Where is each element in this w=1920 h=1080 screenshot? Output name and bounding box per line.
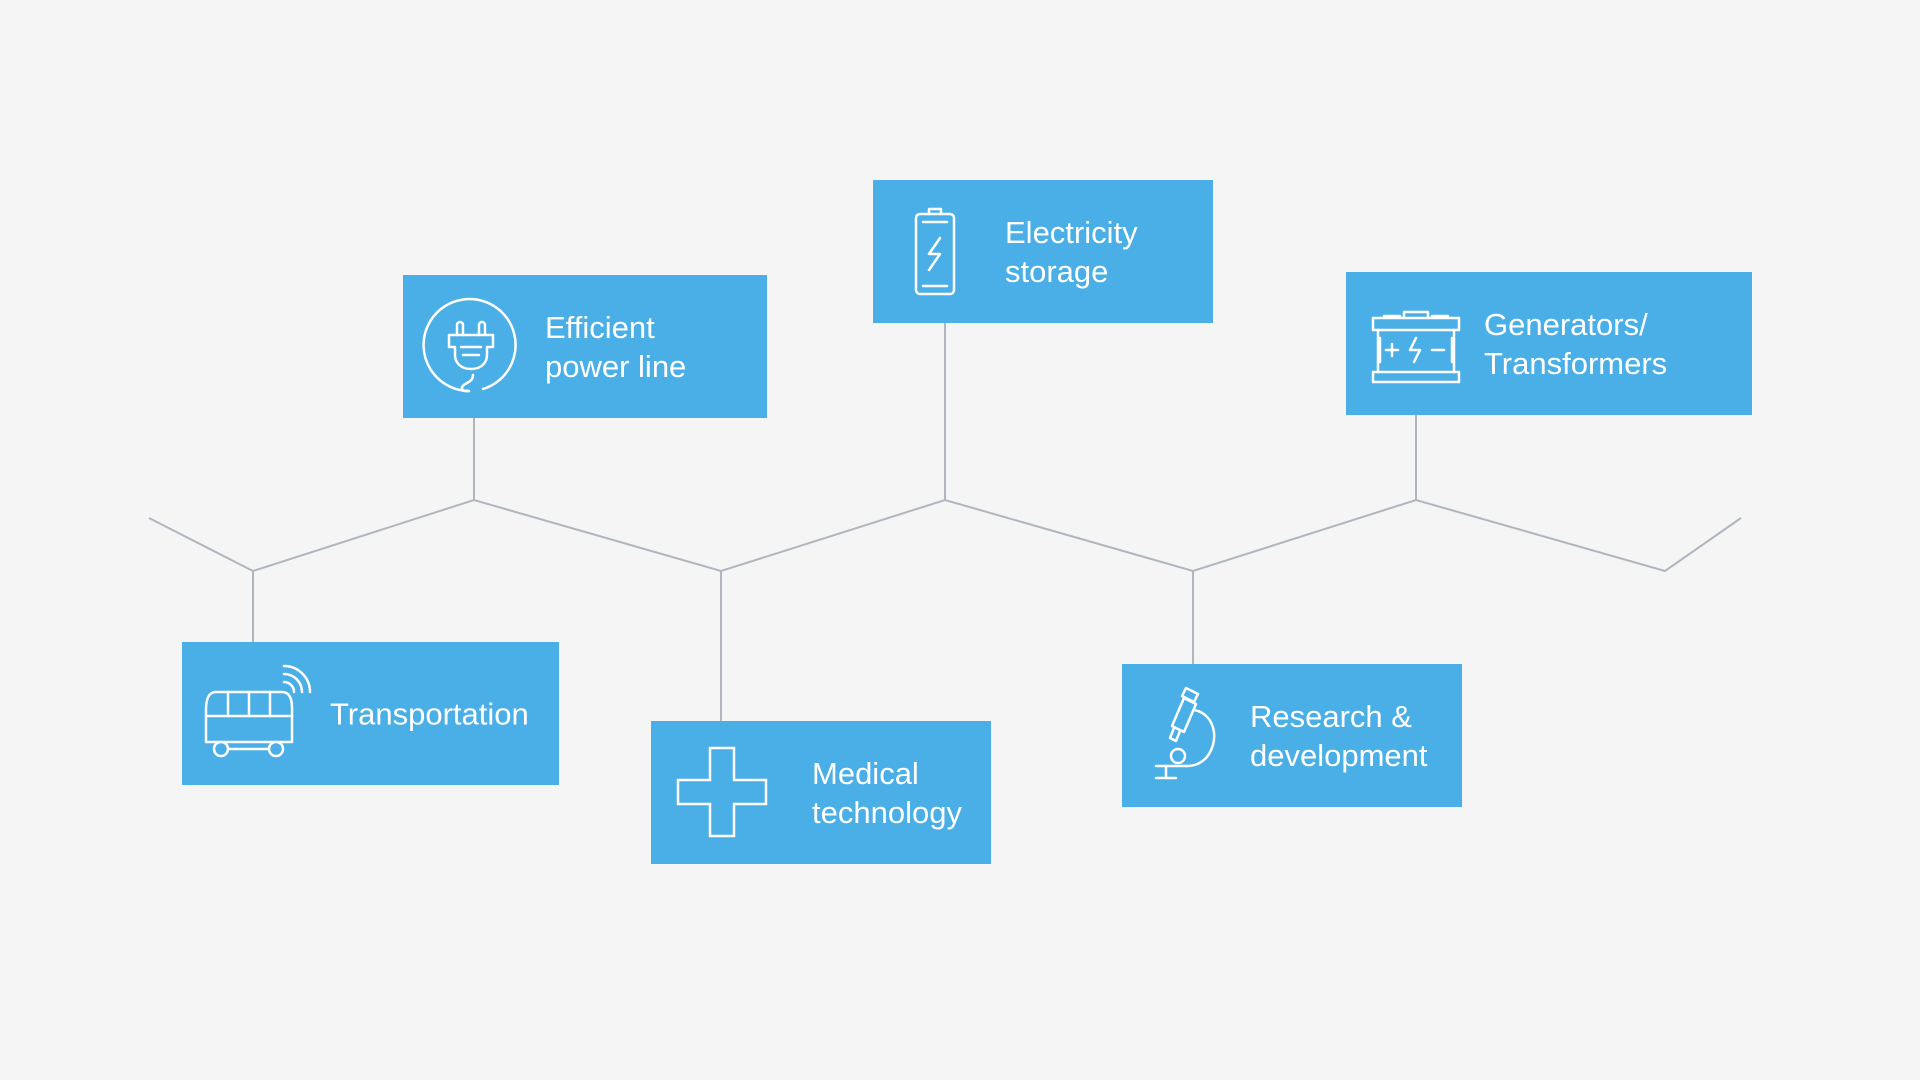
medical-cross-icon — [673, 743, 773, 843]
plug-icon — [421, 297, 521, 397]
microscope-icon — [1144, 686, 1244, 786]
label-medical-technology: Medical technology — [812, 755, 962, 830]
node-generators-transformers: Generators/ Transformers — [1346, 272, 1752, 415]
car-battery-icon — [1366, 294, 1466, 394]
node-transportation: Transportation — [182, 642, 559, 785]
bus-icon — [204, 664, 312, 764]
node-research-development: Research & development — [1122, 664, 1462, 807]
node-electricity-storage: Electricity storage — [873, 180, 1213, 323]
label-research-development: Research & development — [1250, 698, 1428, 773]
label-transportation: Transportation — [330, 696, 529, 731]
node-medical-technology: Medical technology — [651, 721, 991, 864]
label-generators-transformers: Generators/ Transformers — [1484, 306, 1668, 381]
node-efficient-power-line: Efficient power line — [403, 275, 767, 418]
battery-icon — [885, 202, 985, 302]
label-efficient-power-line: Efficient power line — [545, 309, 687, 384]
label-electricity-storage: Electricity storage — [1005, 214, 1138, 289]
zigzag-connector — [148, 498, 1742, 573]
